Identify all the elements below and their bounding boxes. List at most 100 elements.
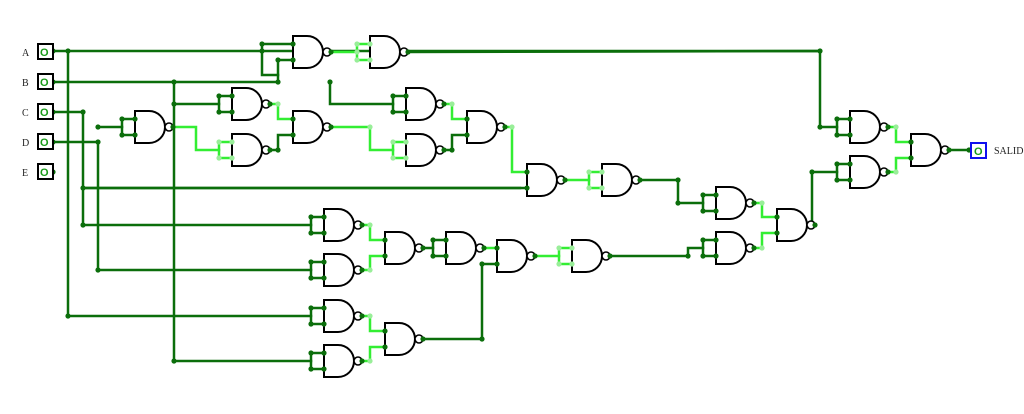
wire-junction (390, 93, 396, 99)
nand-gate[interactable] (231, 133, 271, 167)
nand-gate-body (323, 253, 355, 287)
wire-junction (556, 245, 562, 251)
nand-gate[interactable] (292, 110, 332, 144)
input-e[interactable]: E O (22, 163, 54, 180)
nand-gate[interactable] (526, 163, 566, 197)
nand-gate[interactable] (384, 231, 424, 265)
wire (608, 246, 705, 258)
wire-junction (275, 101, 281, 107)
nand-gate[interactable] (405, 87, 445, 121)
wire-junction (509, 124, 515, 130)
wire-junction (759, 245, 765, 251)
wire-junction (65, 48, 71, 54)
nand-gate-body (776, 208, 808, 242)
input-switch-a[interactable] (37, 43, 54, 60)
wire-junction (290, 132, 296, 138)
wire-junction (328, 124, 334, 130)
wire-junction (259, 41, 265, 47)
nand-gate-body (292, 110, 324, 144)
nand-gate[interactable] (323, 208, 363, 242)
wire-junction (420, 245, 426, 251)
nand-gate[interactable] (601, 163, 641, 197)
wire-junction (321, 230, 327, 236)
nand-gate[interactable] (445, 231, 485, 265)
wire-junction (405, 49, 411, 55)
nand-gate-body (715, 231, 747, 265)
wire-junction (308, 321, 314, 327)
wire-junction (321, 259, 327, 265)
nand-gate[interactable] (323, 253, 363, 287)
nand-gate-body (231, 87, 263, 121)
wire-junction (382, 253, 388, 259)
wire-junction (80, 109, 86, 115)
input-d[interactable]: D O (22, 133, 54, 150)
wire-junction (751, 245, 757, 251)
nand-gate[interactable] (134, 110, 174, 144)
wire-junction (382, 328, 388, 334)
nand-gate[interactable] (369, 35, 409, 69)
input-a[interactable]: A O (22, 43, 54, 60)
nand-gate[interactable] (496, 239, 536, 273)
input-c[interactable]: C O (22, 103, 54, 120)
nand-gate[interactable] (715, 231, 755, 265)
wire-c (51, 110, 313, 227)
input-switch-c[interactable] (37, 103, 54, 120)
wire-junction (751, 200, 757, 206)
nand-gate-body (849, 155, 881, 189)
wire (406, 49, 839, 129)
nand-gate[interactable] (715, 186, 755, 220)
nand-gate-body (323, 208, 355, 242)
wire-junction (328, 49, 334, 55)
input-switch-b[interactable] (37, 73, 54, 90)
nand-gate[interactable] (466, 110, 506, 144)
wire-junction (812, 222, 818, 228)
wire-junction (700, 192, 706, 198)
wire-junction (171, 79, 177, 85)
input-b[interactable]: B O (22, 73, 54, 90)
wire-junction (216, 93, 222, 99)
wire-junction (390, 109, 396, 115)
nand-gate[interactable] (323, 344, 363, 378)
input-value-b: O (40, 77, 49, 89)
wire-junction (359, 222, 365, 228)
nand-gate[interactable] (292, 35, 332, 69)
wire-junction (275, 79, 281, 85)
nand-gate-body (323, 299, 355, 333)
wire (329, 125, 395, 152)
input-switch-e[interactable] (37, 163, 54, 180)
wire-junction (367, 313, 373, 319)
wire-junction (119, 116, 125, 122)
input-switch-d[interactable] (37, 133, 54, 150)
nand-gate[interactable] (849, 110, 889, 144)
wire-junction (464, 132, 470, 138)
wire (360, 314, 387, 333)
wire-junction (569, 261, 575, 267)
nand-gate[interactable] (231, 87, 271, 121)
wire-junction (834, 161, 840, 167)
wire-junction (675, 200, 681, 206)
nand-gate-body (369, 35, 401, 69)
wire-junction (834, 132, 840, 138)
wire (268, 102, 295, 121)
wire-junction (367, 358, 373, 364)
wire-junction (908, 139, 914, 145)
nand-gate[interactable] (405, 133, 445, 167)
nand-gate[interactable] (776, 208, 816, 242)
nand-gate[interactable] (910, 133, 950, 167)
wire-junction (774, 230, 780, 236)
nand-gate[interactable] (384, 322, 424, 356)
wire-junction (403, 93, 409, 99)
wire-junction (390, 155, 396, 161)
nand-gate-body (445, 231, 477, 265)
nand-gate[interactable] (323, 299, 363, 333)
nand-gate[interactable] (849, 155, 889, 189)
nand-gate[interactable] (571, 239, 611, 273)
wire-junction (367, 57, 373, 63)
wire-junction (359, 313, 365, 319)
wire-junction (441, 101, 447, 107)
wire-junction (893, 124, 899, 130)
wire-d (51, 140, 313, 272)
wire-junction (229, 109, 235, 115)
wire-junction (308, 305, 314, 311)
wire-junction (759, 200, 765, 206)
